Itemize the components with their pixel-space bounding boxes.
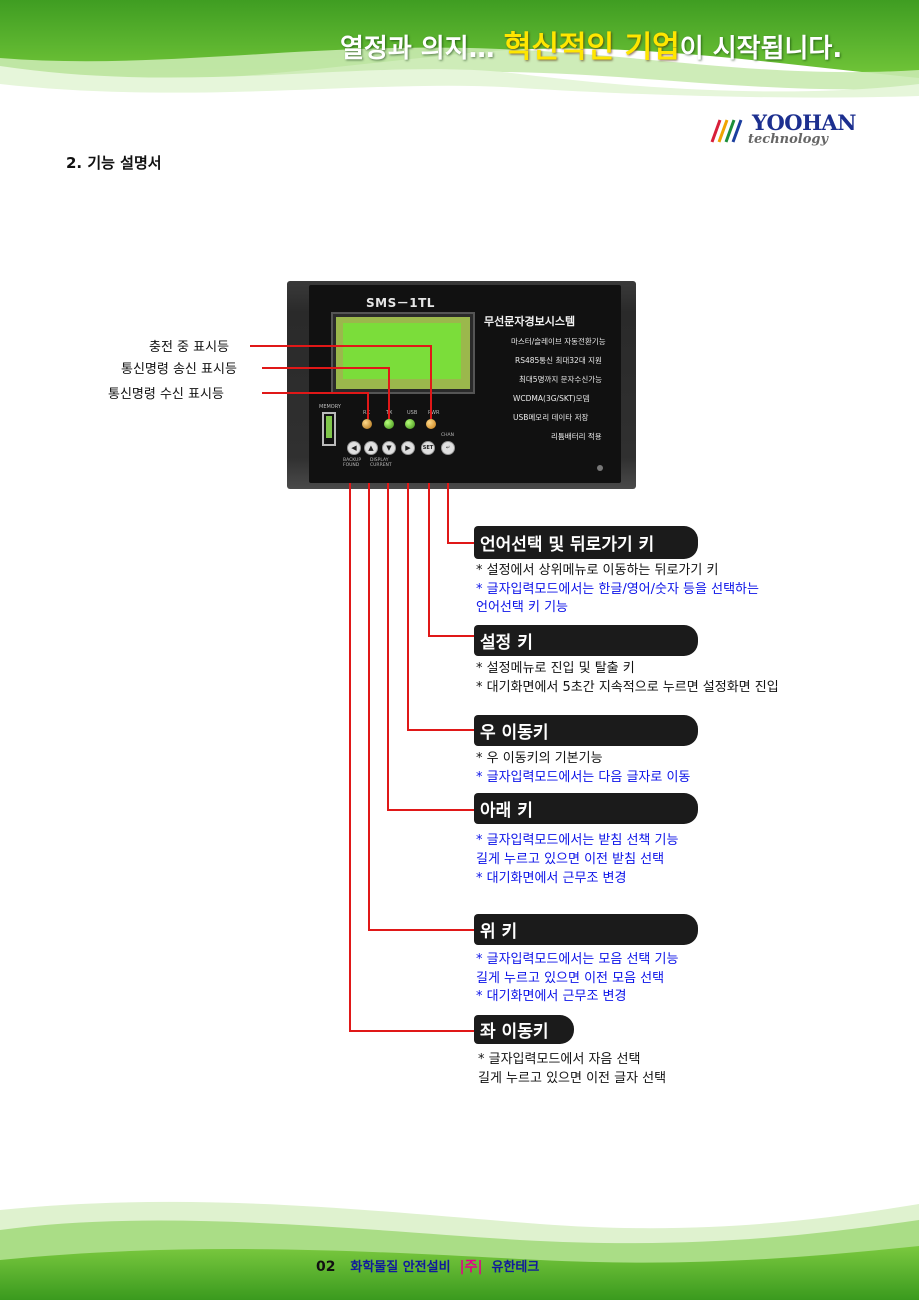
tx-led-indicator — [384, 419, 394, 429]
header-slogan: 열정과 의지… 혁신적인 기업이 시작됩니다. — [340, 22, 900, 68]
key-desc-line: 길게 누르고 있으면 이전 받침 선택 — [476, 852, 665, 867]
key-title-left: 좌 이동키 — [474, 1015, 574, 1044]
panel-screw — [597, 465, 603, 471]
key-desc-line: * 글자입력모드에서는 다음 글자로 이동 — [476, 770, 691, 785]
indicator-label-rx: 통신명령 수신 표시등 — [108, 387, 224, 402]
down-arrow-button[interactable]: ▼ — [382, 441, 396, 455]
leader-line-chan — [447, 483, 474, 544]
usb-label: MEMORY — [319, 404, 341, 410]
display-current-label: DISPLAY CURRENT — [370, 458, 392, 468]
leader-line-up — [368, 483, 474, 931]
spec-line: 리튬배터리 적용 — [551, 432, 602, 441]
footer-wave-banner — [0, 1201, 919, 1300]
backup-found-label: BACKUP FOUND — [343, 458, 362, 468]
key-title-right: 우 이동키 — [474, 715, 698, 746]
key-desc-line: * 우 이동키의 기본기능 — [476, 751, 603, 766]
key-desc-line: * 설정에서 상위메뉴로 이동하는 뒤로가기 키 — [476, 563, 719, 578]
up-arrow-button[interactable]: ▲ — [364, 441, 378, 455]
footer-company: 유한테크 — [491, 1260, 540, 1275]
key-desc-line: 길게 누르고 있으면 이전 글자 선택 — [478, 1071, 667, 1086]
right-arrow-button[interactable]: ▶ — [401, 441, 415, 455]
device-model-label: SMS－1TL — [366, 296, 435, 310]
footer: 02 화학물질 안전설비 |주| 유한테크 — [316, 1256, 539, 1276]
key-desc-line: * 글자입력모드에서는 모음 선택 기능 — [476, 952, 679, 967]
leader-line-left — [349, 483, 474, 1032]
set-button-label: SET — [422, 445, 434, 451]
footer-left-text: 화학물질 안전설비 — [350, 1260, 451, 1275]
key-desc-line: * 글자입력모드에서 자음 선택 — [478, 1052, 641, 1067]
key-title-up: 위 키 — [474, 914, 698, 945]
indicator-label-charging: 충전 중 표시등 — [149, 340, 230, 355]
slogan-suffix: 이 시작됩니다. — [679, 34, 843, 64]
logo-subtitle: technology — [748, 132, 829, 147]
company-logo: YOOHAN technology — [708, 110, 858, 154]
led-label-usb: USB — [407, 410, 418, 416]
key-title-chan: 언어선택 및 뒤로가기 키 — [474, 526, 698, 559]
left-arrow-icon: ◀ — [351, 444, 357, 452]
up-arrow-icon: ▲ — [368, 444, 374, 452]
spec-line: USB메모리 데이타 저장 — [513, 413, 589, 422]
key-desc-line: * 설정메뉴로 진입 및 탈출 키 — [476, 661, 635, 676]
spec-line: WCDMA(3G/SKT)모뎀 — [513, 394, 590, 403]
spec-line: 마스터/슬레이브 자동전환기능 — [511, 337, 606, 346]
right-arrow-icon: ▶ — [405, 444, 411, 452]
key-desc-line: 길게 누르고 있으면 이전 모음 선택 — [476, 971, 665, 986]
lcd-display-area — [343, 323, 461, 379]
leader-line-right — [407, 483, 474, 731]
header-wave-banner — [0, 0, 919, 100]
usb-port-slot — [326, 416, 332, 438]
key-desc-line: * 글자입력모드에서는 받침 선책 기능 — [476, 833, 679, 848]
led-label-rx: RX — [363, 410, 370, 416]
page-number: 02 — [316, 1259, 336, 1275]
indicator-label-tx: 통신명령 송신 표시등 — [121, 362, 237, 377]
set-button[interactable]: SET — [421, 441, 435, 455]
left-arrow-button[interactable]: ◀ — [347, 441, 361, 455]
key-desc-line: * 대기화면에서 근무조 변경 — [476, 989, 627, 1004]
logo-stripes-icon — [710, 119, 743, 143]
led-label-pwr: PWR — [428, 410, 440, 416]
slogan-prefix: 열정과 의지… — [340, 34, 495, 64]
leader-line-down — [387, 483, 474, 811]
key-desc-line: 언어선택 키 기능 — [476, 600, 568, 615]
back-arrow-icon: ↵ — [445, 445, 451, 451]
rx-led-indicator — [362, 419, 372, 429]
key-desc-line: * 대기화면에서 근무조 변경 — [476, 871, 627, 886]
key-title-set: 설정 키 — [474, 625, 698, 656]
section-title: 2. 기능 설명서 — [66, 154, 162, 172]
chan-button[interactable]: ↵ — [441, 441, 455, 455]
chan-button-label: CHAN — [441, 433, 454, 438]
pwr-led-indicator — [426, 419, 436, 429]
footer-separator: |주| — [459, 1259, 483, 1275]
leader-line-set — [428, 483, 474, 637]
spec-line: RS485통신 최대32대 지원 — [515, 356, 602, 365]
key-desc-line: * 대기화면에서 5초간 지속적으로 누르면 설정화면 진입 — [476, 680, 779, 695]
slogan-highlight: 혁신적인 기업 — [503, 30, 680, 65]
spec-title: 무선문자경보시스템 — [484, 315, 576, 328]
logo-wordmark: YOOHAN — [752, 110, 856, 135]
usb-led-indicator — [405, 419, 415, 429]
key-desc-line: * 글자입력모드에서는 한글/영어/숫자 등을 선택하는 — [476, 582, 759, 597]
down-arrow-icon: ▼ — [386, 444, 392, 452]
key-title-down: 아래 키 — [474, 793, 698, 824]
spec-line: 최대5명까지 문자수신가능 — [519, 375, 603, 384]
led-label-tx: TX — [386, 410, 393, 416]
